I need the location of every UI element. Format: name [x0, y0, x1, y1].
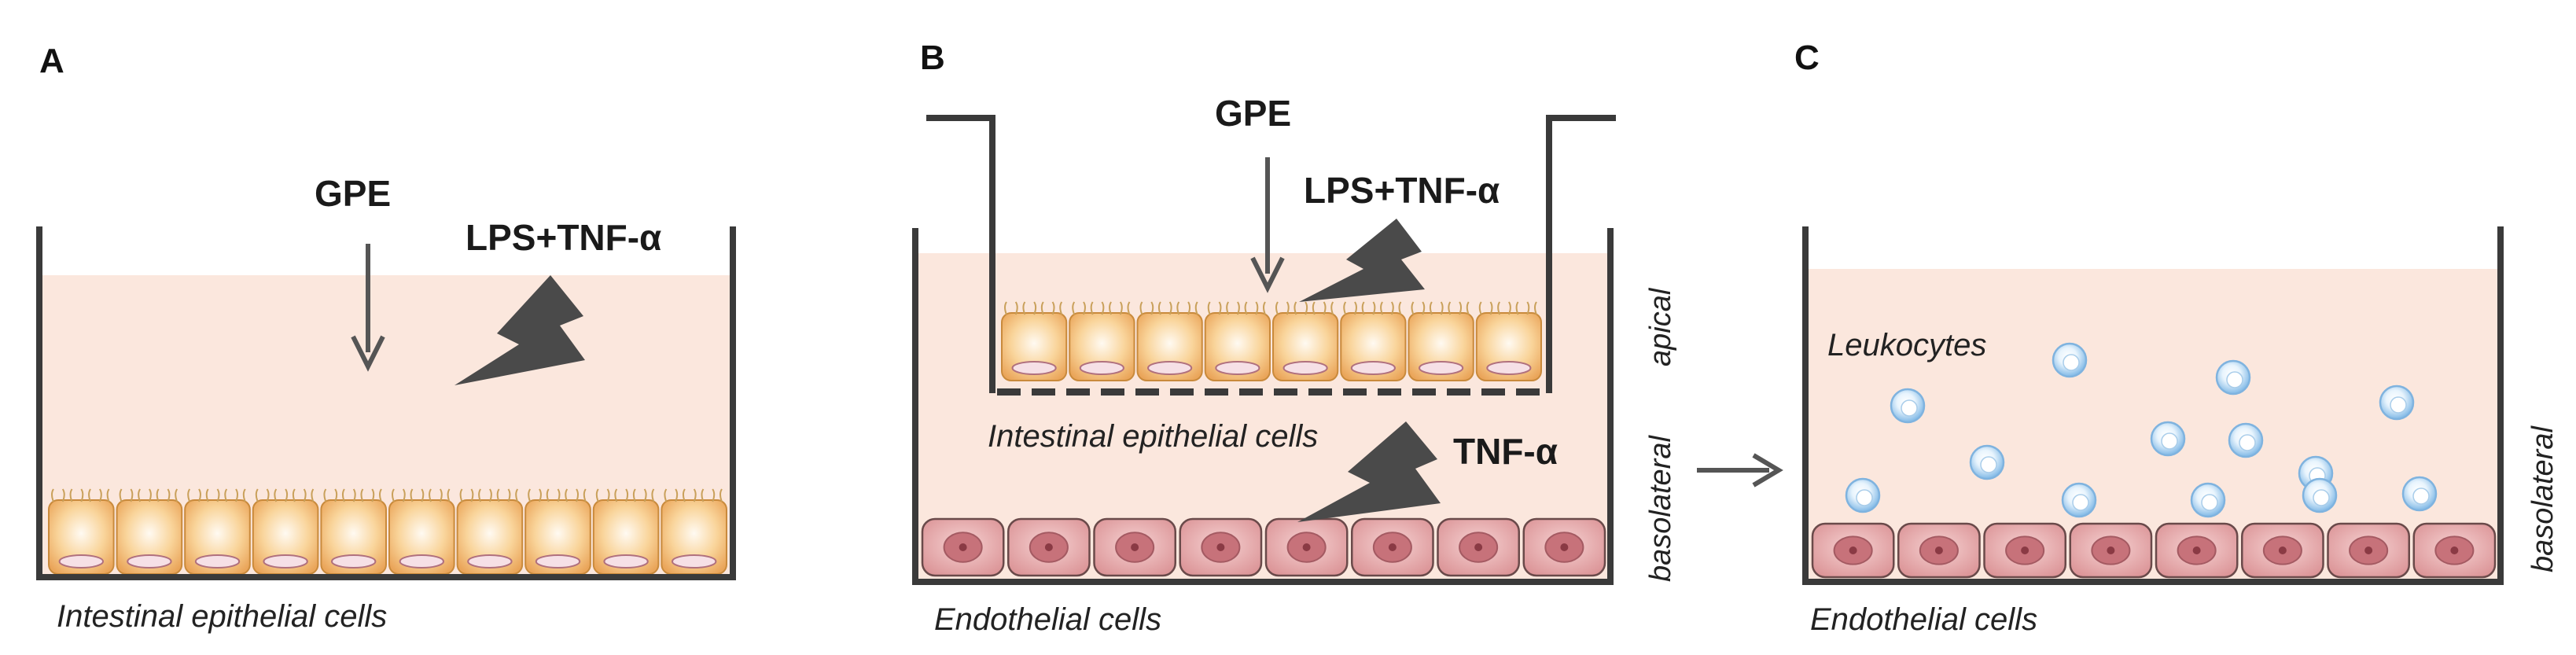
panel-a-epithelial-cell — [184, 488, 251, 575]
panel-a-epithelial-cell — [252, 488, 319, 575]
panel-b-membrane-segment — [1378, 388, 1401, 396]
panel-b-basolateral-label: basolateral — [1644, 435, 1677, 582]
panel-a-epithelial-cell — [524, 488, 591, 575]
panel-b-endothelial-cell — [1437, 517, 1520, 577]
panel-c-leukocyte-label: Leukocytes — [1827, 328, 1986, 362]
panel-c-basolateral-label: basolateral — [2526, 425, 2559, 572]
panel-b-membrane-segment — [1481, 388, 1505, 396]
panel-b-endothelial-cell — [1093, 517, 1176, 577]
panel-b-membrane-segment — [1308, 388, 1332, 396]
panel-b-membrane-segment — [1205, 388, 1228, 396]
panel-b-porous-membrane — [997, 388, 1540, 396]
panel-b-epithelial-layer — [1001, 301, 1542, 381]
panel-a-letter: A — [39, 42, 64, 80]
panel-c-endothelial-cell — [1983, 522, 2066, 579]
panel-c: C Leukocytes basolateral Endothelial cel… — [1794, 39, 2559, 637]
panel-a-well — [36, 226, 736, 580]
panel-b-membrane-segment — [1066, 388, 1090, 396]
panel-b-membrane-segment — [1343, 388, 1367, 396]
panel-a-down-arrow — [351, 244, 385, 372]
panel-b-membrane-segment — [1239, 388, 1263, 396]
panel-c-leukocyte — [2379, 385, 2415, 421]
panel-a-lightning-bolt-icon — [454, 275, 585, 385]
panel-b-epithelial-cell — [1475, 301, 1542, 381]
panel-a-treatment-label: GPE — [315, 173, 391, 214]
panel-a-cell-label: Intestinal epithelial cells — [57, 599, 387, 634]
panel-c-letter: C — [1794, 39, 1820, 77]
panel-c-leukocytes — [1845, 342, 2438, 518]
panel-c-endothelial-cell — [1811, 522, 1895, 579]
panel-c-endothelial-layer — [1811, 522, 2497, 579]
panel-c-leukocyte — [2190, 482, 2226, 518]
panel-b-membrane-segment — [1032, 388, 1055, 396]
panel-c-leukocyte — [2302, 477, 2338, 513]
panel-c-endothelial-cell — [2069, 522, 2153, 579]
panel-b-endothelial-cell — [1007, 517, 1091, 577]
transition-arrow — [1697, 453, 1783, 488]
panel-a: A GPE LPS+TNF-α Intestinal epithelial ce… — [36, 42, 736, 634]
panel-b-epithelial-cell — [1272, 301, 1339, 381]
panel-b-lower-lightning-bolt-icon — [1297, 421, 1441, 522]
panel-b-membrane-segment — [1412, 388, 1436, 396]
panel-c-endothelial-cell — [2327, 522, 2410, 579]
panel-a-epithelial-cell — [320, 488, 387, 575]
panel-c-leukocyte — [2401, 476, 2438, 512]
panel-a-stimulus-label: LPS+TNF-α — [466, 217, 661, 258]
panel-c-leukocyte — [1845, 477, 1881, 513]
panel-c-endothelial-cell — [2155, 522, 2239, 579]
panel-c-endothelial-cell — [2412, 522, 2497, 579]
panel-b-outer-well — [912, 228, 1614, 585]
panel-c-leukocyte — [2215, 359, 2251, 396]
panel-c-leukocyte — [1890, 388, 1926, 424]
panel-c-cell-label: Endothelial cells — [1810, 602, 2037, 637]
panel-c-leukocyte — [1969, 444, 2005, 480]
panel-c-leukocyte — [2052, 342, 2088, 378]
panel-a-epithelial-cell — [116, 488, 183, 575]
panel-b-treatment-label: GPE — [1215, 93, 1291, 134]
panel-b-endothelial-cell — [1264, 517, 1349, 577]
panel-b-epithelial-cell — [1204, 301, 1271, 381]
panel-b-transwell-insert — [926, 115, 1616, 393]
panel-b-letter: B — [920, 39, 945, 77]
panel-b-membrane-segment — [1101, 388, 1124, 396]
panel-b-epithelial-cell — [1408, 301, 1474, 381]
panel-a-epithelial-cell — [592, 488, 660, 575]
panel-b-endothelial-cell — [921, 517, 1005, 577]
panel-b-endothelial-layer — [921, 517, 1606, 577]
panel-b-down-arrow — [1250, 157, 1285, 293]
panel-a-epithelial-cell — [388, 488, 455, 575]
panel-b-insert-cell-label: Intestinal epithelial cells — [988, 419, 1318, 454]
panel-c-well — [1802, 226, 2504, 585]
panel-b-membrane-segment — [1447, 388, 1470, 396]
panel-b-membrane-segment — [997, 388, 1021, 396]
panel-c-leukocyte — [2150, 421, 2186, 457]
panel-b-epithelial-cell — [1340, 301, 1407, 381]
panel-b: B GPE LPS+TNF-α Intestinal epithelial ce… — [912, 39, 1677, 637]
panel-b-stimulus-label: LPS+TNF-α — [1304, 170, 1500, 211]
panel-b-membrane-segment — [1170, 388, 1194, 396]
panel-b-epithelial-cell — [1136, 301, 1203, 381]
panel-b-apical-label: apical — [1644, 287, 1677, 366]
panel-b-endothelial-cell — [1351, 517, 1434, 577]
panel-c-endothelial-cell — [2241, 522, 2324, 579]
panel-b-endothelial-cell — [1179, 517, 1263, 577]
panel-c-leukocyte — [2228, 422, 2264, 458]
panel-b-epithelial-cell — [1069, 301, 1135, 381]
panel-b-epithelial-cell — [1001, 301, 1068, 381]
panel-b-upper-lightning-bolt-icon — [1299, 219, 1425, 302]
panel-b-endothelial-cell — [1522, 517, 1606, 577]
panel-b-membrane-segment — [1516, 388, 1540, 396]
panel-c-leukocyte — [2061, 482, 2097, 518]
panel-a-epithelial-cell — [661, 488, 728, 575]
panel-b-membrane-segment — [1274, 388, 1297, 396]
panel-c-endothelial-cell — [1897, 522, 1981, 579]
panel-a-epithelial-layer — [48, 488, 728, 575]
panel-b-membrane-segment — [1135, 388, 1159, 396]
panel-b-lower-stimulus-label: TNF-α — [1453, 431, 1558, 472]
panel-a-epithelial-cell — [456, 488, 524, 575]
panel-b-cell-label: Endothelial cells — [934, 602, 1161, 637]
panel-a-epithelial-cell — [48, 488, 115, 575]
